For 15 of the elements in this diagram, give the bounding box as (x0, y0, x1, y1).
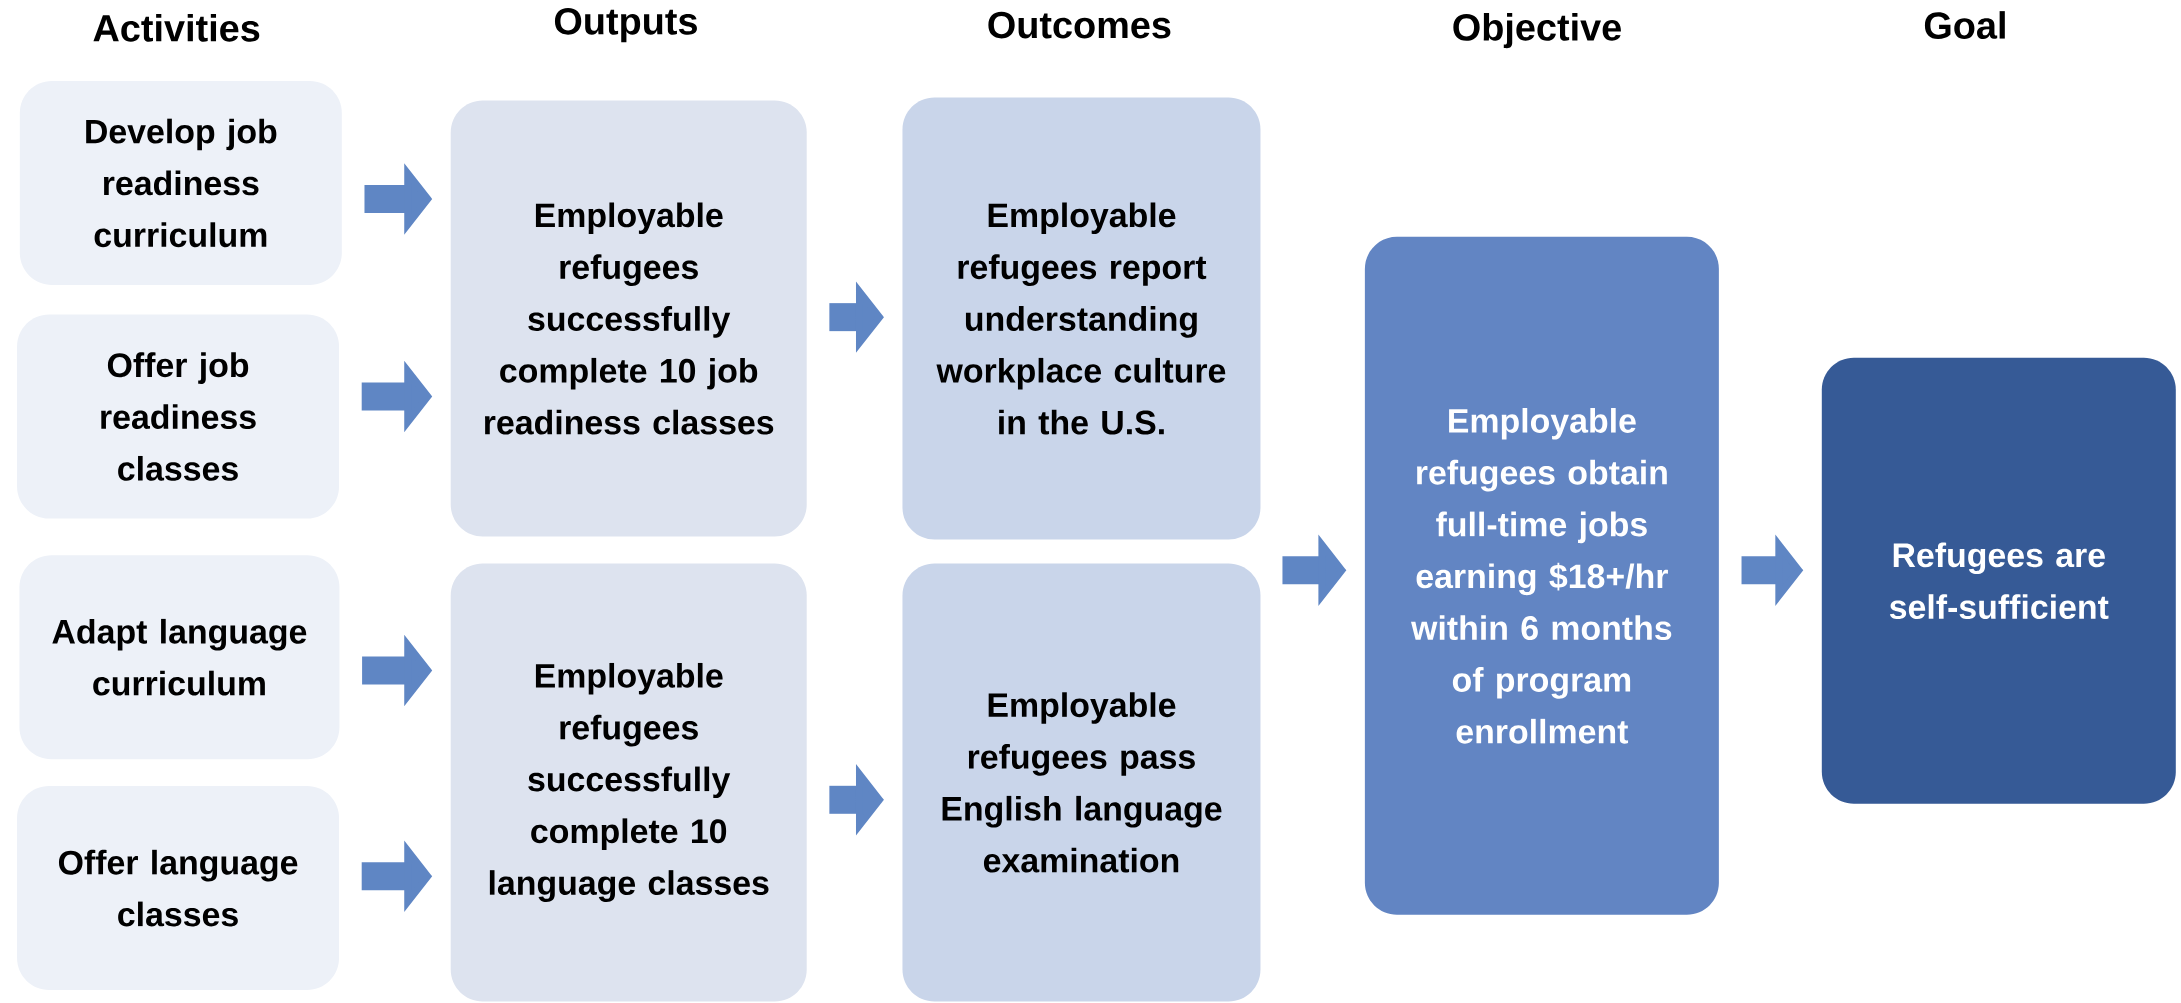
activity-box: Develop job readiness curriculum (19, 80, 342, 285)
objective-box: Employable refugees obtain full-time jobs earning $18+/hr within 6 months of program enrollment (1364, 236, 1719, 915)
column-heading: Goal (1924, 11, 2005, 39)
activity-box: Adapt language curriculum (19, 555, 340, 760)
column-heading: Outputs (554, 7, 697, 43)
output-box: Employable refugees successfully complete 10 job readiness classes (450, 100, 807, 537)
column-heading: Outcomes (988, 11, 1171, 39)
column-heading: Objective (1453, 13, 1621, 49)
activity-box: Offer language classes (17, 786, 340, 991)
outcome-box: Employable refugees pass English language examination (902, 563, 1261, 1002)
column-heading: Activities (93, 13, 260, 42)
goal-box: Refugees are self-sufficient (1821, 357, 2176, 804)
output-box: Employable refugees successfully complete 10 language classes (450, 563, 807, 1002)
activity-box: Offer job readiness classes (17, 314, 340, 519)
outcome-box: Employable refugees report understanding workplace culture in the U.S. (902, 97, 1261, 540)
